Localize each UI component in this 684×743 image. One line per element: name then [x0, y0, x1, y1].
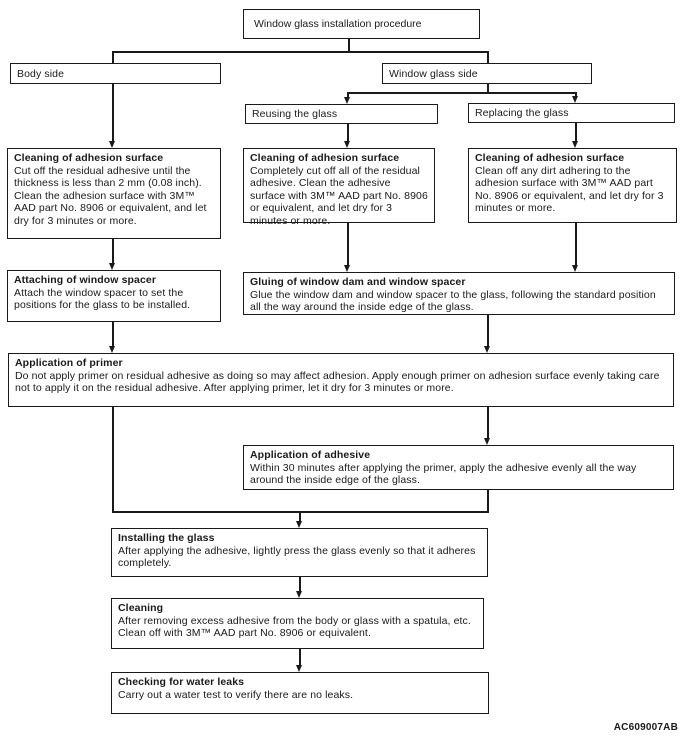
arrow-down-icon	[109, 346, 115, 353]
node-cleaning-reused-glass: Cleaning of adhesion surface Completely …	[243, 148, 435, 227]
node-replacing-glass: Replacing the glass	[468, 103, 675, 123]
step-heading: Checking for water leaks	[118, 676, 245, 688]
connector-adhesive-down	[487, 490, 489, 513]
node-body-side-label: Body side	[17, 67, 65, 80]
node-reusing-glass-label: Reusing the glass	[252, 108, 338, 120]
node-title-label: Window glass installation procedure	[254, 18, 422, 30]
arrow-down-icon	[572, 141, 578, 148]
connector-to-window-glass-side	[487, 51, 489, 63]
arrow-down-icon	[296, 521, 302, 528]
connector-replacing-to-cleaning	[575, 123, 577, 143]
step-heading: Attaching of window spacer	[14, 274, 157, 286]
connector-to-body-side	[112, 51, 114, 63]
step-text: Clean off any dirt adhering to the adhes…	[475, 165, 664, 215]
step-text: Attach the window spacer to set the posi…	[14, 287, 191, 312]
node-window-glass-side: Window glass side	[382, 63, 592, 84]
connector-cleaning-to-checking	[299, 649, 301, 667]
arrow-down-icon	[296, 665, 302, 672]
arrow-down-icon	[484, 438, 490, 445]
connector-merge-to-installing	[299, 511, 301, 523]
connector-reusing-to-cleaning	[347, 124, 349, 143]
arrow-down-icon	[296, 591, 302, 598]
step-text: Carry out a water test to verify there a…	[118, 689, 354, 701]
node-attaching-window-spacer: Attaching of window spacer Attach the wi…	[7, 270, 221, 322]
node-application-of-primer: Application of primer Do not apply prime…	[8, 353, 674, 407]
connector-gluing-to-primer	[487, 315, 489, 348]
step-text: Do not apply primer on residual adhesive…	[15, 370, 660, 395]
step-heading: Cleaning of adhesion surface	[14, 152, 164, 164]
connector-attaching-to-primer	[112, 322, 114, 348]
connector-title-drop	[348, 39, 350, 52]
node-cleaning: Cleaning After removing excess adhesive …	[111, 598, 484, 649]
step-text: After removing excess adhesive from the …	[118, 615, 471, 640]
step-heading: Application of adhesive	[250, 449, 371, 461]
arrow-down-icon	[344, 141, 350, 148]
node-body-side: Body side	[10, 63, 221, 84]
node-installing-the-glass: Installing the glass After applying the …	[111, 528, 488, 577]
arrow-down-icon	[109, 263, 115, 270]
step-text: Completely cut off all of the residual a…	[250, 165, 428, 227]
arrow-down-icon	[344, 265, 350, 272]
connector-installing-to-cleaning	[299, 577, 301, 593]
node-gluing-window-dam: Gluing of window dam and window spacer G…	[243, 272, 675, 315]
arrow-down-icon	[344, 97, 350, 104]
step-heading: Application of primer	[15, 357, 123, 369]
figure-code: AC609007AB	[613, 722, 678, 733]
step-heading: Cleaning	[118, 602, 164, 614]
step-heading: Installing the glass	[118, 532, 215, 544]
connector-body-to-cleaning	[112, 84, 114, 142]
connector-cleanreplace-to-gluing	[575, 223, 577, 267]
step-heading: Cleaning of adhesion surface	[250, 152, 400, 164]
connector-wgs-drop	[487, 84, 489, 93]
connector-primer-to-adhesive	[487, 407, 489, 440]
step-text: After applying the adhesive, lightly pre…	[118, 545, 476, 570]
connector-to-replacing	[575, 92, 577, 98]
node-title: Window glass installation procedure	[243, 9, 480, 39]
node-application-of-adhesive: Application of adhesive Within 30 minute…	[243, 445, 674, 490]
node-window-glass-side-label: Window glass side	[389, 67, 478, 80]
arrow-down-icon	[572, 96, 578, 103]
node-checking-for-water-leaks: Checking for water leaks Carry out a wat…	[111, 672, 489, 714]
arrow-down-icon	[484, 346, 490, 353]
connector-top-split	[112, 51, 488, 53]
step-text: Within 30 minutes after applying the pri…	[250, 462, 637, 487]
step-text: Cut off the residual adhesive until the …	[14, 165, 207, 227]
arrow-down-icon	[109, 141, 115, 148]
connector-glass-split	[347, 92, 576, 94]
connector-cleaning-to-attaching	[112, 239, 114, 265]
connector-to-reusing	[347, 92, 349, 99]
arrow-down-icon	[572, 265, 578, 272]
connector-cleanreuse-to-gluing	[347, 223, 349, 267]
node-reusing-glass: Reusing the glass	[245, 104, 438, 124]
step-text: Glue the window dam and window spacer to…	[250, 289, 656, 314]
node-cleaning-body-side: Cleaning of adhesion surface Cut off the…	[7, 148, 221, 239]
connector-primer-left-down	[112, 407, 114, 513]
node-replacing-glass-label: Replacing the glass	[475, 107, 569, 119]
node-cleaning-replaced-glass: Cleaning of adhesion surface Clean off a…	[468, 148, 677, 223]
step-heading: Gluing of window dam and window spacer	[250, 276, 466, 288]
step-heading: Cleaning of adhesion surface	[475, 152, 625, 164]
